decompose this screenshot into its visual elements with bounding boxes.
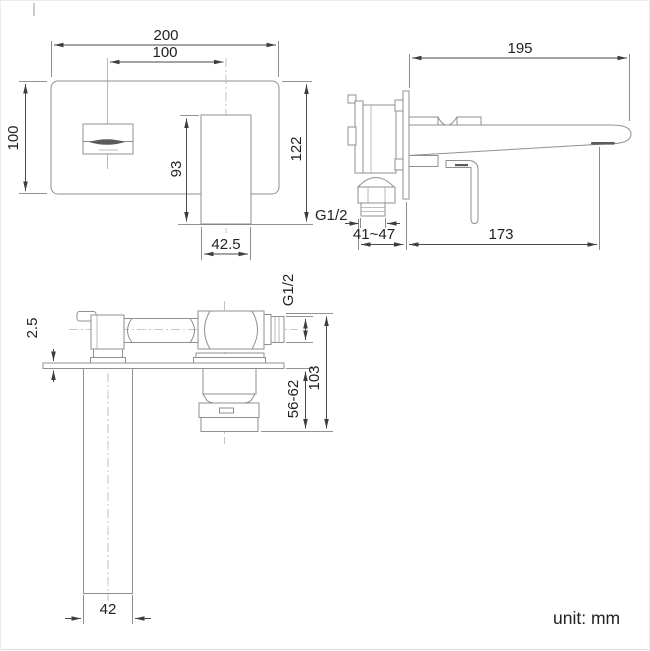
- dim-side-thread: G1/2: [315, 207, 400, 228]
- dim-text-center-distance: 100: [152, 44, 177, 61]
- dim-text-bottom-thread: G1/2: [280, 274, 297, 307]
- dim-text-side-thread: G1/2: [315, 207, 348, 224]
- bottom-handle: [198, 368, 260, 432]
- bottom-barrel: [124, 318, 198, 343]
- dim-text-front-spout-width: 42.5: [211, 236, 240, 253]
- dim-front-center-distance: 100: [110, 44, 224, 65]
- side-spout: [408, 124, 632, 157]
- dim-text-plate-thickness: 2.5: [24, 318, 41, 339]
- dim-front-spout-width: 42.5: [201, 227, 251, 260]
- dim-bottom-body-depth: 103: [286, 313, 333, 429]
- front-view: 200 100 100 93 122: [5, 27, 313, 260]
- side-wall-plate: [402, 90, 410, 200]
- dim-text-bottom-spout-width: 42: [100, 601, 117, 618]
- dim-side-outlet-distance: 173: [406, 147, 600, 250]
- bottom-valve-body: [197, 310, 285, 350]
- dim-text-spout-drop: 93: [168, 161, 185, 178]
- dim-text-body-depth: 103: [306, 365, 323, 390]
- front-spout: [200, 114, 252, 225]
- bottom-thread-nipple: [270, 316, 285, 343]
- bottom-wall-plate: [42, 362, 285, 369]
- bottom-view: 2.5 G1/2 56-62 103 42: [24, 274, 333, 624]
- dim-text-handle-depth: 56-62: [285, 380, 302, 418]
- dim-side-spout-reach: 195: [409, 40, 630, 121]
- dim-front-spout-drop: 93: [168, 115, 199, 222]
- dim-bottom-plate-thickness: 2.5: [24, 318, 56, 382]
- dim-front-overall-drop: 122: [282, 81, 312, 222]
- bottom-left-assembly: [76, 311, 126, 364]
- dim-text-wall-depth: 41~47: [353, 226, 395, 243]
- dim-text-overall-drop: 122: [288, 136, 305, 161]
- side-inlet-thread: [360, 202, 386, 217]
- dim-side-wall-depth: 41~47: [353, 219, 404, 250]
- dim-text-plate-height: 100: [5, 125, 22, 150]
- side-handle-lever: [408, 155, 479, 225]
- dim-front-plate-height: 100: [5, 81, 47, 194]
- dim-front-plate-width: 200: [51, 27, 279, 77]
- dim-bottom-thread: G1/2: [280, 274, 313, 343]
- bottom-flange-2: [193, 357, 266, 364]
- side-water-outlet: [591, 142, 615, 145]
- side-view: 195 G1/2 41~47 173: [315, 40, 632, 250]
- dim-bottom-spout-width: 42: [65, 595, 151, 624]
- side-inwall-valve: [347, 94, 404, 217]
- front-handle: [82, 123, 134, 155]
- dim-bottom-handle-depth: 56-62: [261, 368, 333, 432]
- unit-note: unit: mm: [553, 608, 620, 628]
- dim-text-outlet-distance: 173: [488, 226, 513, 243]
- dim-text-plate-width: 200: [153, 27, 178, 44]
- dim-text-spout-reach: 195: [507, 40, 532, 57]
